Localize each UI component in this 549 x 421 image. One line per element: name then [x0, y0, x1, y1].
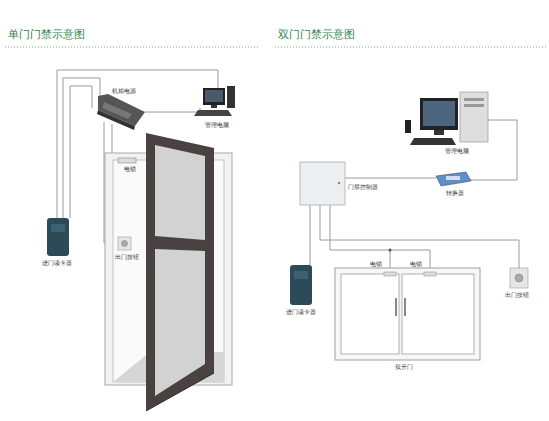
device-label: 管理电脑 [205, 122, 229, 129]
device-label: 管理电脑 [445, 148, 469, 155]
device-label: 门禁控制器 [348, 184, 378, 191]
diagram-heading: 双门门禁示意图 [278, 29, 355, 41]
device-label: 进门读卡器 [42, 260, 72, 267]
device-label: 双开门 [395, 364, 413, 371]
device-label: 进门读卡器 [286, 309, 316, 316]
device-label: 出门按钮 [505, 292, 529, 299]
device-label: 机箱电源 [112, 88, 136, 95]
device-label: 出门按钮 [115, 254, 139, 261]
diagram-heading: 单门门禁示意图 [8, 29, 85, 41]
device-label: 电锁 [124, 166, 136, 173]
device-label: 电锁 [370, 261, 382, 268]
device-label: 电锁 [410, 261, 422, 268]
device-label: 转换器 [446, 190, 464, 197]
